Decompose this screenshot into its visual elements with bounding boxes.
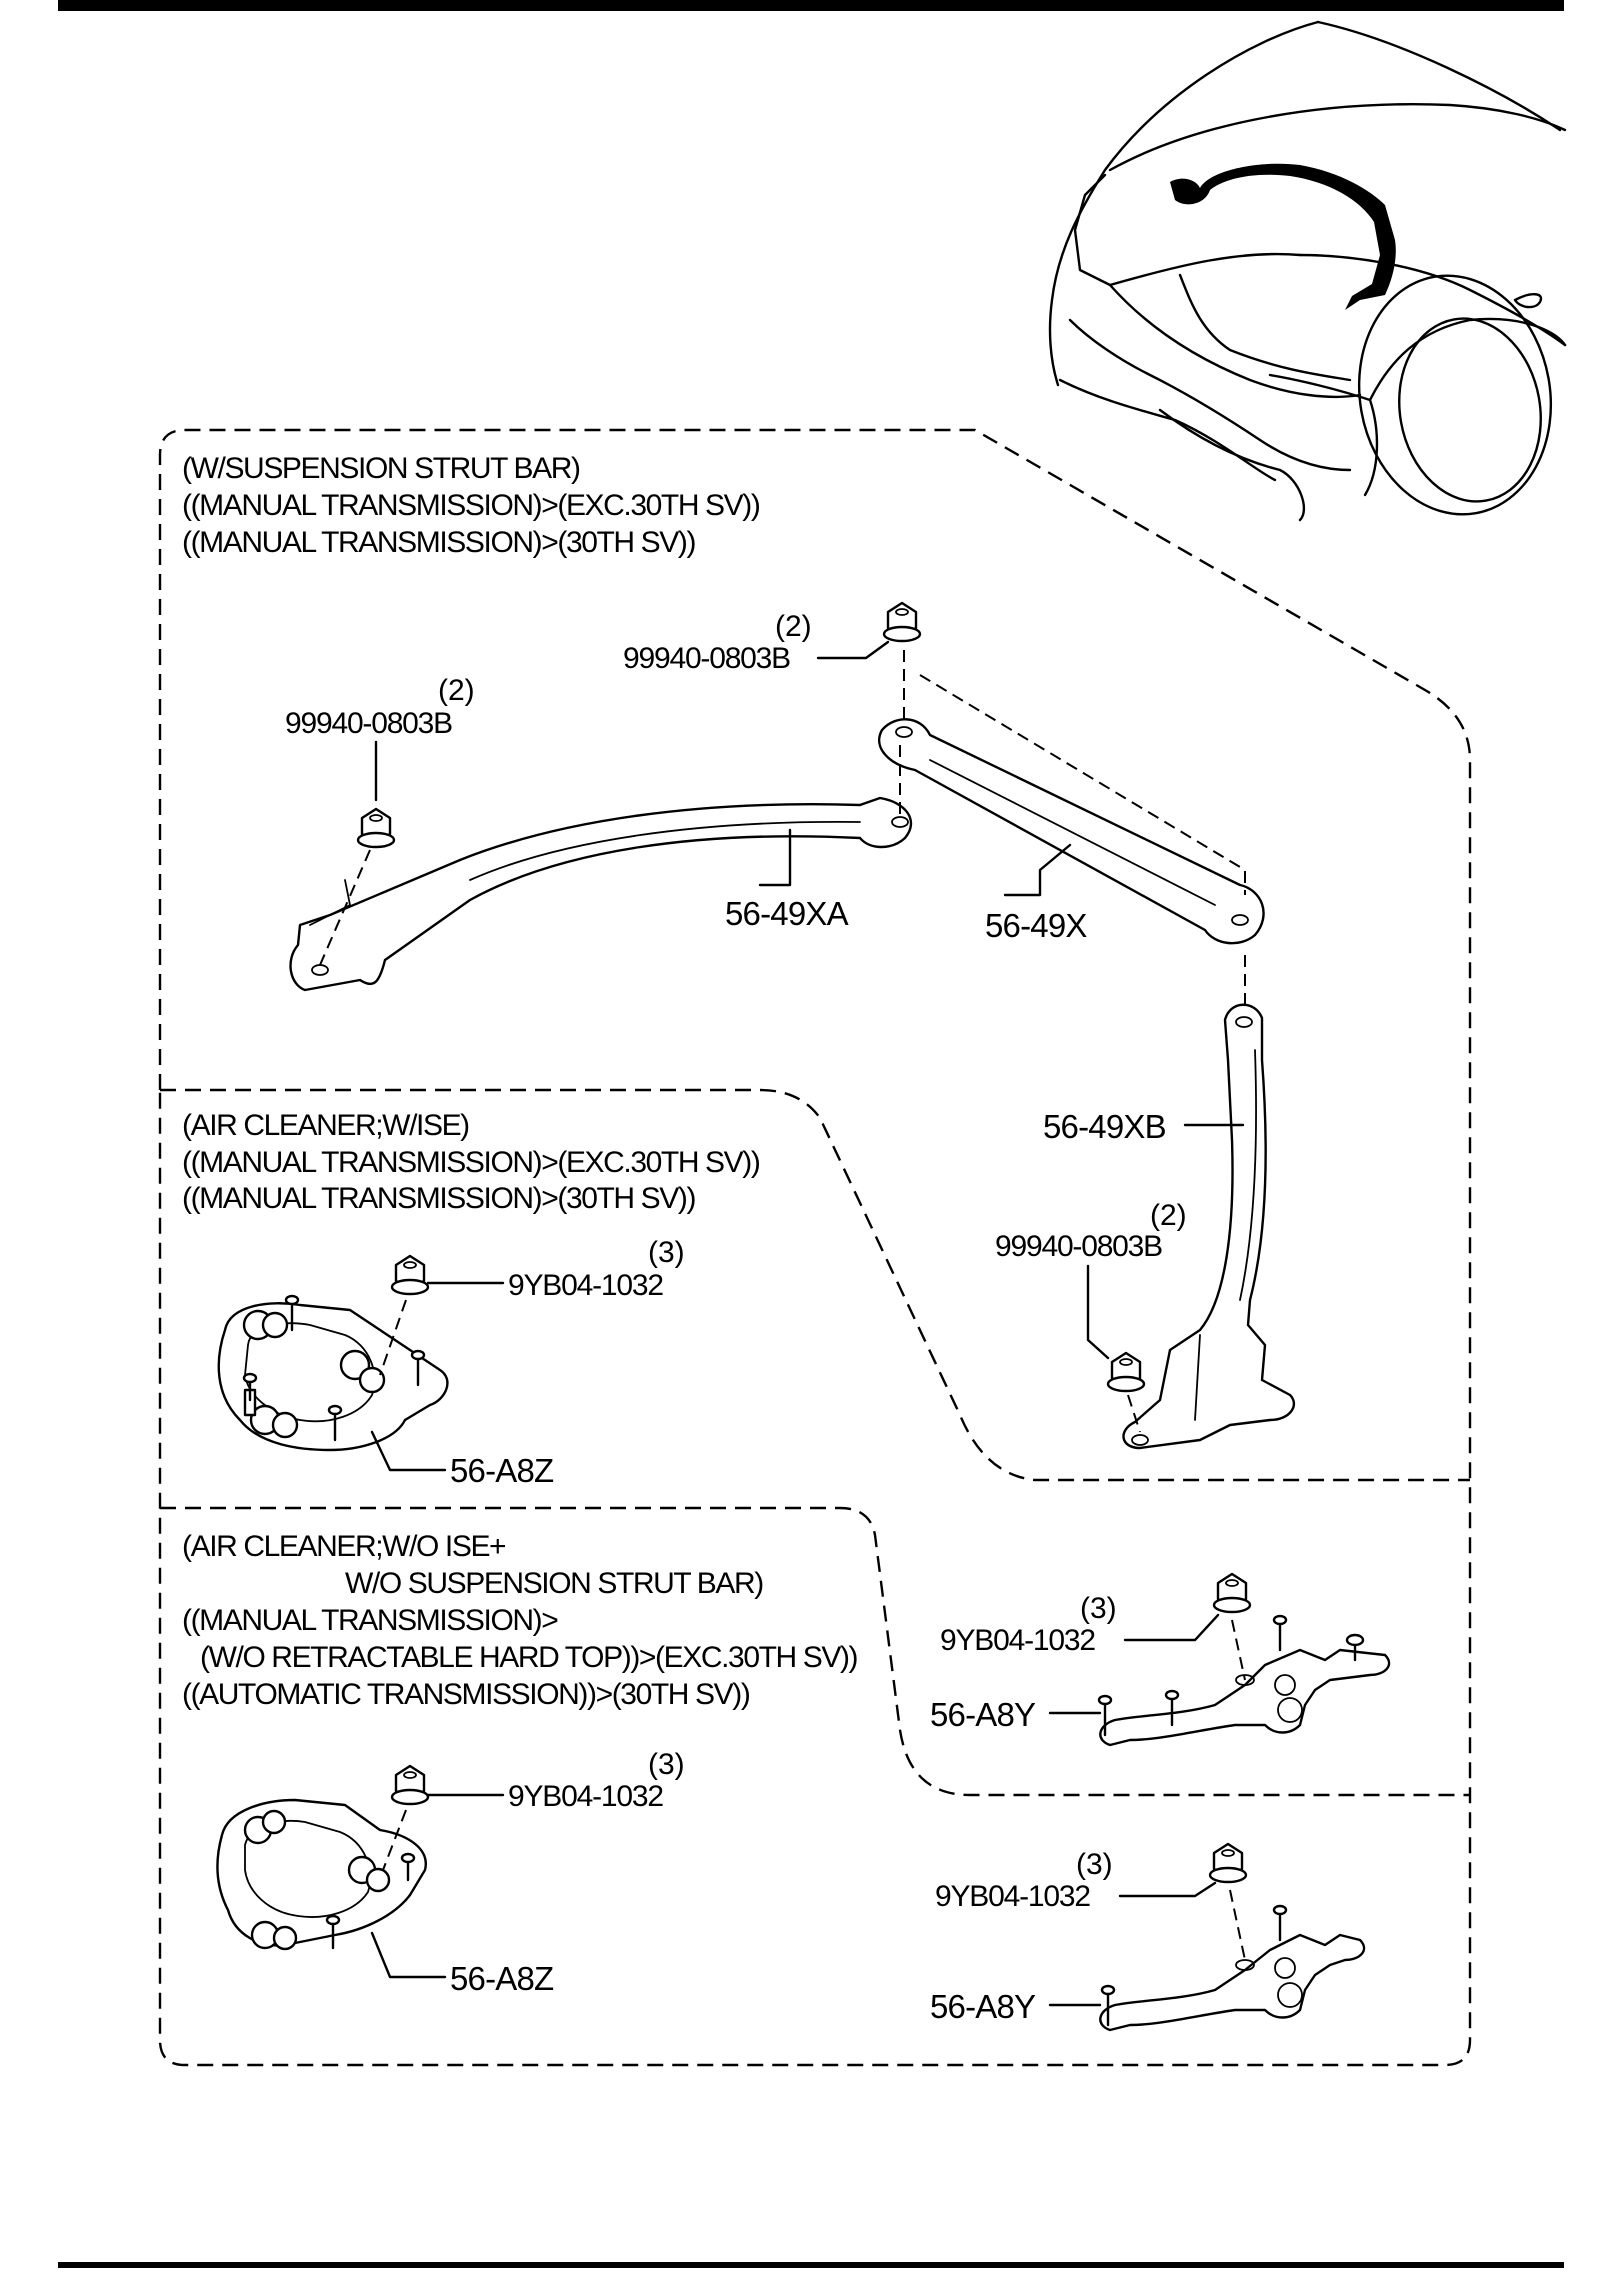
footer-rule xyxy=(58,2262,1564,2268)
condition-line: ((MANUAL TRANSMISSION)>(30TH SV)) xyxy=(182,526,695,559)
qty-label: (3) xyxy=(648,1236,685,1269)
group-boundary-wo-ise xyxy=(160,1506,1470,1797)
header-rule xyxy=(58,0,1564,11)
stud-icon xyxy=(325,1852,416,1950)
bracket-icon xyxy=(1099,1648,1391,1747)
part-number-label: 56-49XB xyxy=(1043,1108,1166,1145)
group-boundary-outer xyxy=(158,428,1472,2067)
flange-nut-icon xyxy=(356,807,396,849)
part-number-label: 9YB04-1032 xyxy=(508,1269,663,1302)
part-number-label: 9YB04-1032 xyxy=(940,1624,1095,1657)
part-number-label: 56-49X xyxy=(985,907,1087,944)
bracket-icon xyxy=(1099,1933,1366,2032)
car-front-locator-icon xyxy=(1048,20,1567,522)
condition-group-wo-ise: (AIR CLEANER;W/O ISE+ W/O SUSPENSION STR… xyxy=(182,1530,859,1711)
part-number-label: 56-A8Y xyxy=(930,1988,1036,2025)
condition-group-ise: (AIR CLEANER;W/ISE) ((MANUAL TRANSMISSIO… xyxy=(182,1109,761,1215)
strut-bar-left xyxy=(289,796,912,992)
flange-nut-icon xyxy=(390,1764,430,1806)
condition-line: (AIR CLEANER;W/ISE) xyxy=(182,1109,469,1142)
condition-line: (W/SUSPENSION STRUT BAR) xyxy=(182,452,580,485)
part-number-label: 56-A8Z xyxy=(450,1452,554,1489)
stud-icon xyxy=(242,1294,426,1442)
flange-nut-icon xyxy=(1212,1572,1252,1614)
stud-icon xyxy=(1100,1904,1288,2027)
condition-line: ((AUTOMATIC TRANSMISSION))>(30TH SV)) xyxy=(182,1678,750,1711)
condition-line: ((MANUAL TRANSMISSION)> xyxy=(182,1604,558,1637)
part-number-label: 56-A8Z xyxy=(450,1960,554,1997)
condition-line: (W/O RETRACTABLE HARD TOP))>(EXC.30TH SV… xyxy=(200,1641,858,1674)
flange-nut-icon xyxy=(1208,1842,1248,1884)
part-number-label: 9YB04-1032 xyxy=(508,1780,663,1813)
condition-line: (AIR CLEANER;W/O ISE+ xyxy=(182,1530,506,1563)
condition-line: ((MANUAL TRANSMISSION)>(EXC.30TH SV)) xyxy=(182,489,760,522)
part-number-label: 56-A8Y xyxy=(930,1696,1036,1733)
part-number-label: 56-49XA xyxy=(725,895,849,932)
part-number-label: 99940-0803B xyxy=(623,642,790,675)
condition-group-strut-bar: (W/SUSPENSION STRUT BAR) ((MANUAL TRANSM… xyxy=(182,452,761,559)
condition-line: W/O SUSPENSION STRUT BAR) xyxy=(345,1567,763,1600)
group-boundary-ise xyxy=(160,1088,1470,1482)
qty-label: (3) xyxy=(1076,1848,1113,1881)
qty-label: (3) xyxy=(1080,1592,1117,1625)
flange-nut-icon xyxy=(390,1254,430,1296)
condition-line: ((MANUAL TRANSMISSION)>(30TH SV)) xyxy=(182,1182,695,1215)
qty-label: (2) xyxy=(1150,1199,1187,1232)
flange-nut-icon xyxy=(1106,1351,1146,1393)
part-number-label: 99940-0803B xyxy=(995,1230,1162,1263)
qty-label: (2) xyxy=(775,610,812,643)
condition-line: ((MANUAL TRANSMISSION)>(EXC.30TH SV)) xyxy=(182,1146,760,1179)
strut-bar-main xyxy=(878,718,1265,945)
flange-nut-icon xyxy=(882,601,922,643)
part-number-label: 99940-0803B xyxy=(285,707,452,740)
bracket-icon xyxy=(216,1798,427,1951)
qty-label: (2) xyxy=(438,674,475,707)
bracket-icon xyxy=(217,1302,449,1452)
strut-bar-right xyxy=(1122,1003,1296,1450)
part-number-label: 9YB04-1032 xyxy=(935,1880,1090,1913)
qty-label: (3) xyxy=(648,1748,685,1781)
stud-icon xyxy=(1097,1614,1365,1737)
